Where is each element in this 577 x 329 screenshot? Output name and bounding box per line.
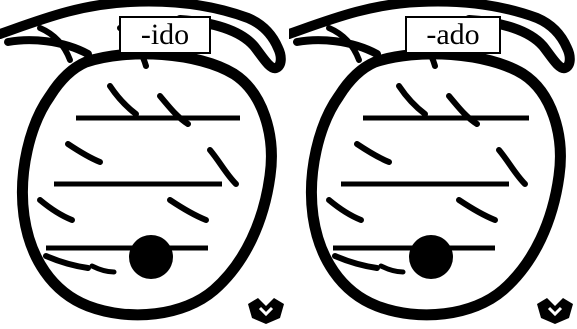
panel-ado: -ado — [289, 0, 577, 329]
panel-ido: -ido — [0, 0, 288, 329]
beehive-icon — [289, 0, 575, 324]
beehive-icon — [0, 0, 286, 324]
suffix-label: -ido — [119, 16, 211, 54]
suffix-label: -ado — [405, 16, 501, 54]
